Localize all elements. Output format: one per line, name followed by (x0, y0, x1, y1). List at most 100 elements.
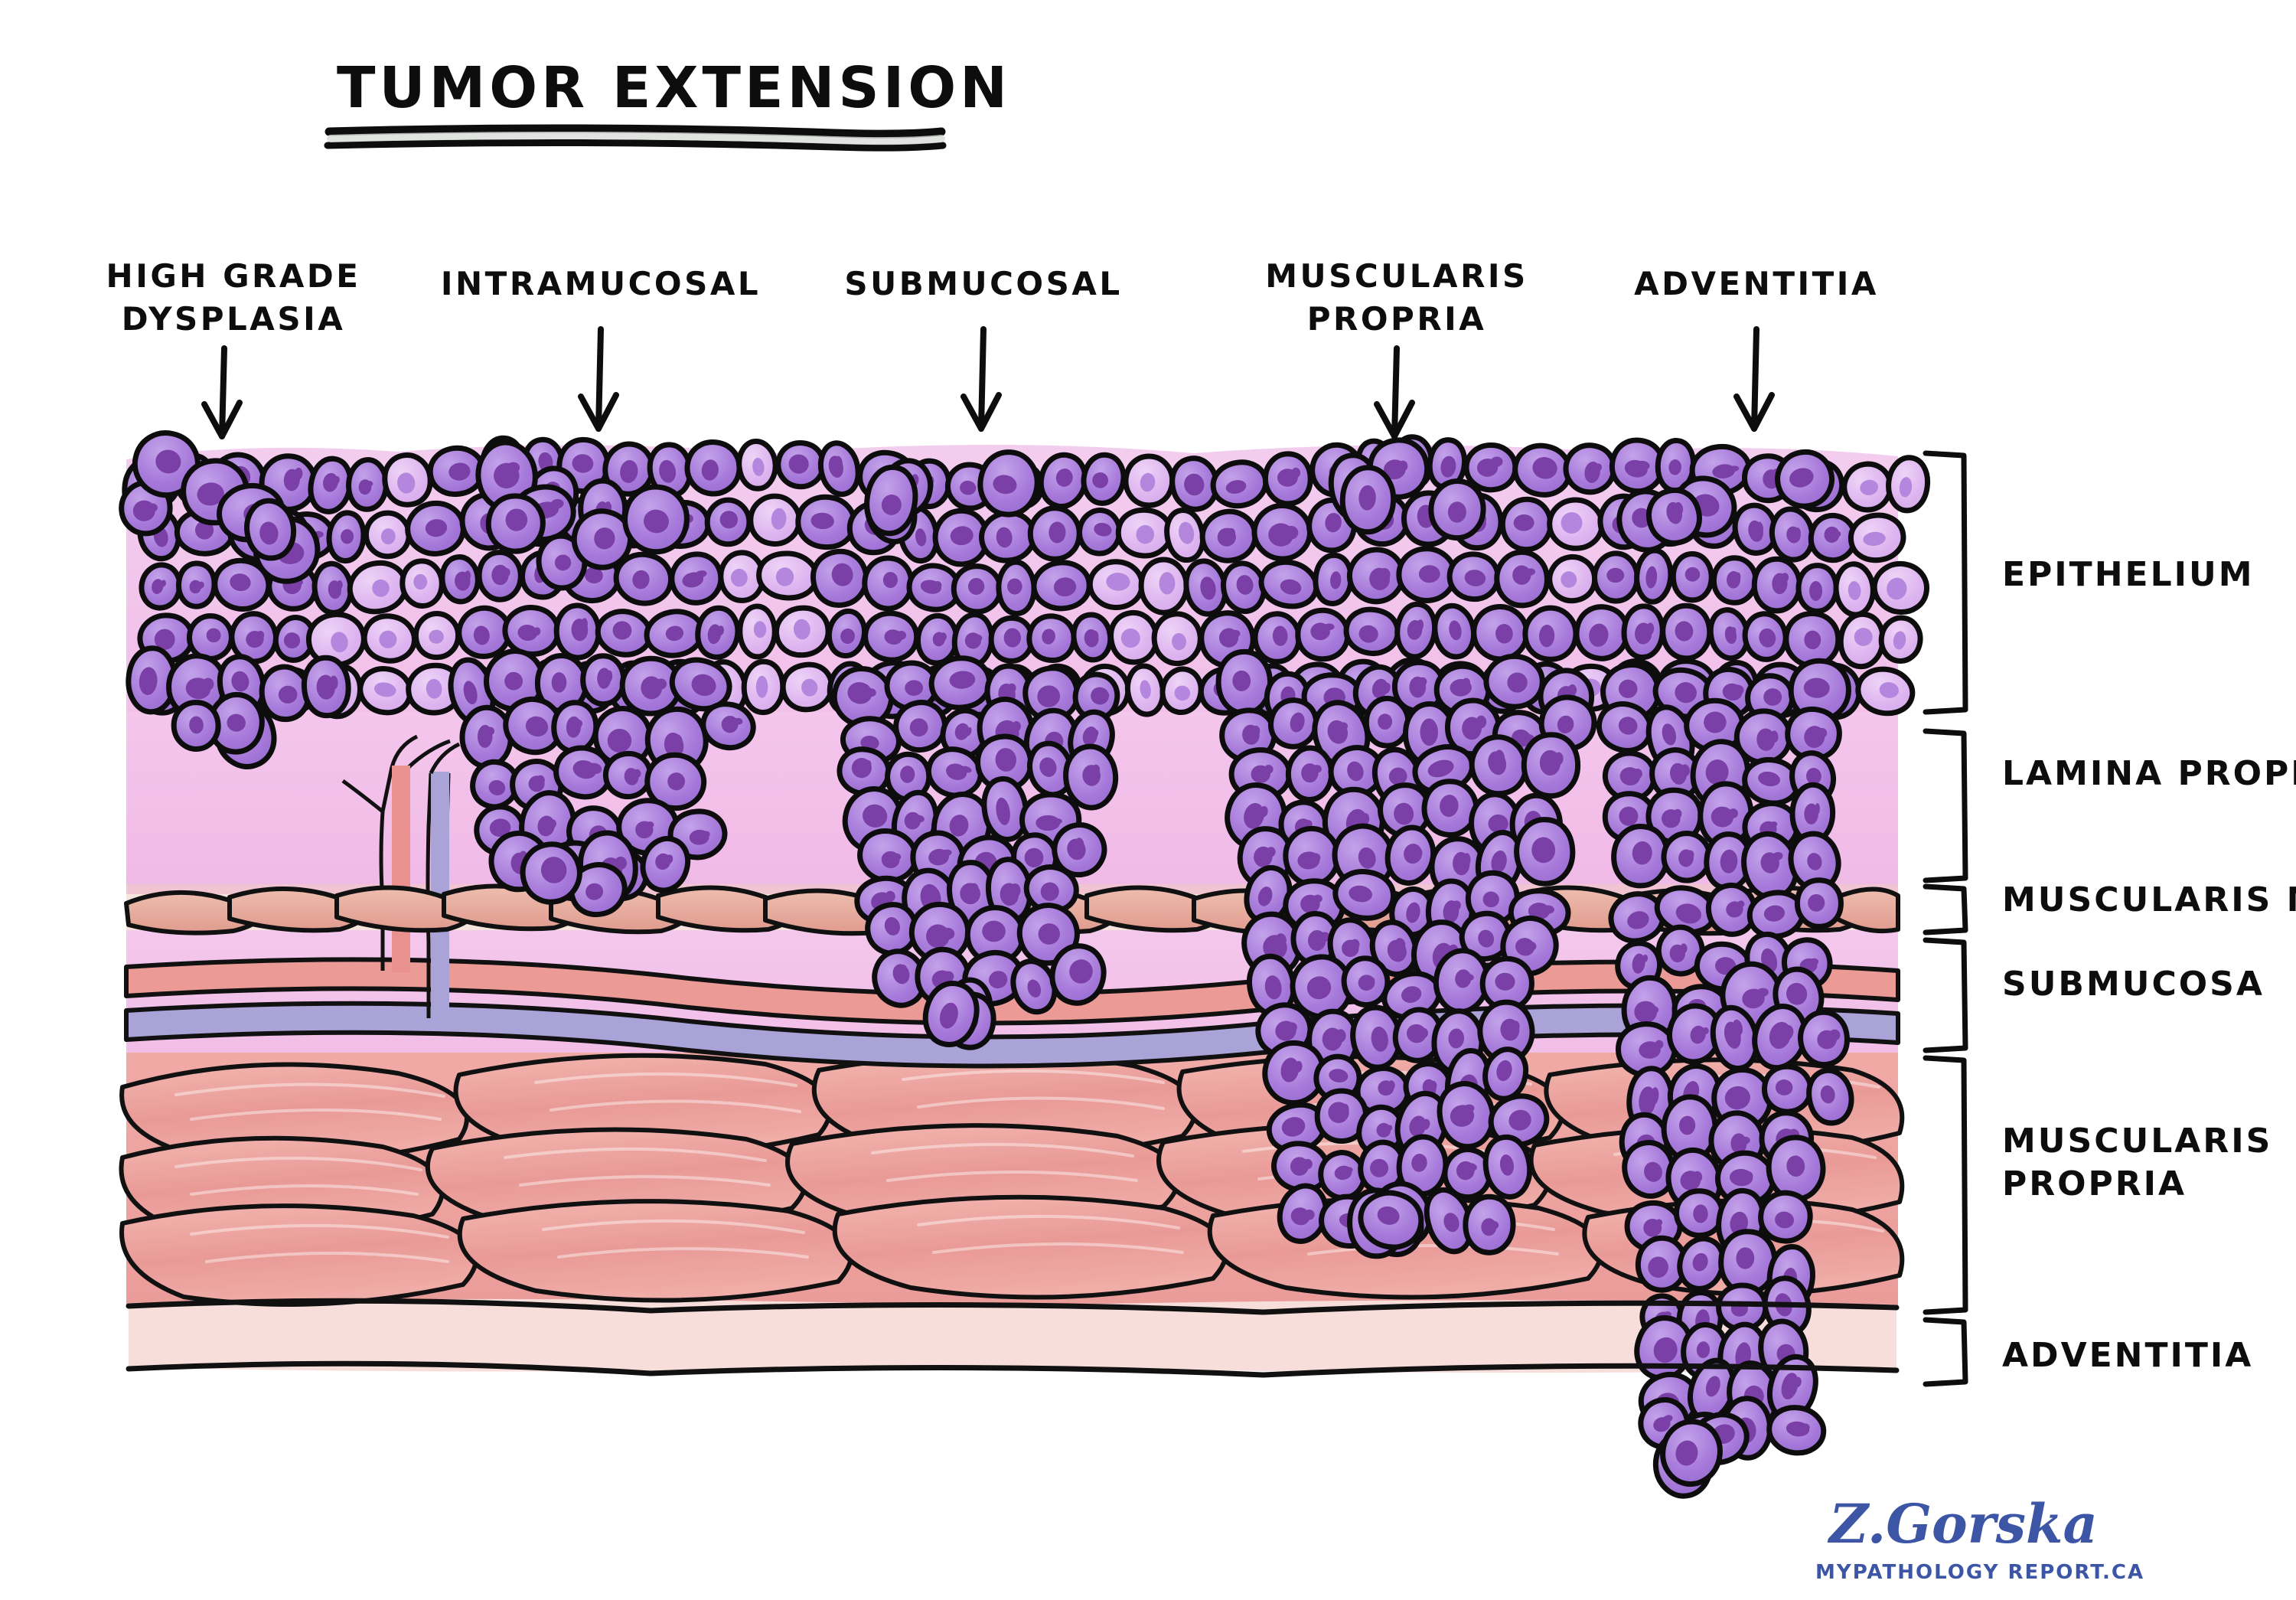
tumor-cell (1707, 607, 1750, 661)
tumor-cell (1346, 547, 1406, 605)
top-label-text: ADVENTITIA (1634, 265, 1879, 302)
tumor-cell (826, 608, 868, 659)
tumor-cell (1783, 611, 1841, 668)
tumor-cell (1363, 695, 1411, 749)
tumor-cell (439, 554, 481, 605)
tumor-cell (922, 981, 980, 1047)
epithelial-cell (737, 603, 778, 660)
tumor-cell (1283, 826, 1341, 887)
tumor-cell (1339, 465, 1397, 535)
layer-label-adventitia: ADVENTITIA (1923, 1317, 2253, 1387)
tumor-cell (1609, 437, 1666, 495)
tumor-cell (1795, 563, 1839, 614)
tumor-cell (1592, 550, 1640, 604)
adventitia-top-edge (126, 1298, 1900, 1315)
tumor-cell (996, 559, 1037, 616)
tumor-cell (553, 602, 602, 661)
layer-label-text: PROPRIA (2002, 1164, 2187, 1203)
tumor-cell (311, 560, 354, 616)
tumor-cell (1563, 442, 1617, 495)
tumor-cell (1499, 496, 1554, 553)
epithelial-cell (1151, 611, 1203, 667)
epithelial-cell (382, 452, 433, 508)
tumor-cell (1341, 955, 1391, 1008)
tumor-cell (1268, 697, 1319, 749)
tumor-cell (1660, 602, 1713, 661)
tumor-cell (1596, 701, 1653, 753)
top-label-text: INTRAMUCOSAL (441, 265, 761, 302)
tumor-cell (326, 510, 367, 564)
tumor-cell (520, 841, 582, 905)
tumor-cell (1654, 885, 1717, 936)
epithelial-cell (361, 613, 417, 664)
tumor-cell (1806, 1067, 1854, 1126)
tumor-cell (1622, 1140, 1676, 1199)
tumor-cell (1762, 1063, 1814, 1115)
layer-label-submucosa: SUBMUCOSA (1923, 937, 2262, 1053)
tumor-cell (1038, 452, 1088, 509)
tumor-cell (1522, 605, 1579, 662)
tumor-cell (1471, 604, 1530, 662)
tumor-cell (1483, 653, 1545, 710)
tumor-cell (1396, 546, 1457, 603)
tumor-cell (704, 497, 752, 547)
layer-label-muscularis-mucosa: MUSCULARIS MUCOSA (1923, 880, 2296, 936)
tumor-cell (1798, 1009, 1850, 1067)
tumor-cell (1437, 1081, 1495, 1150)
pointer-arrow-head (1733, 392, 1775, 432)
epithelial-cell (1115, 507, 1174, 559)
tumor-cell (988, 615, 1035, 664)
layer-label-text: EPITHELIUM (2002, 555, 2255, 594)
tumor-cell (1670, 551, 1714, 603)
layer-label-text: ADVENTITIA (2002, 1336, 2253, 1375)
pointer-arrow-head (201, 400, 243, 439)
layer-label-text: MUSCULARIS MUCOSA (2002, 880, 2296, 919)
layer-bracket (1923, 883, 1968, 936)
tumor-cell (1210, 459, 1269, 509)
tumor-cell (1766, 1135, 1826, 1202)
pointer-arrow-shaft (1391, 345, 1400, 439)
tumor-cell (622, 484, 690, 555)
tumor-cell (925, 746, 983, 798)
layer-bracket (1923, 450, 1968, 715)
tumor-cell (476, 550, 523, 602)
tumor-cell (1463, 1193, 1516, 1256)
tumor-cell (571, 508, 634, 570)
tumor-cell (862, 555, 915, 612)
tumor-cell (308, 456, 354, 514)
tissue-outlines (126, 1298, 1900, 1378)
pointer-arrow-head (1374, 400, 1415, 439)
tumor-cell (837, 746, 892, 797)
tumor-cell (1271, 1141, 1331, 1193)
tumor-cell (1251, 503, 1313, 562)
tumor-cell (1482, 1135, 1533, 1200)
epithelial-cell (400, 558, 445, 609)
tumor-cell (1081, 452, 1127, 506)
top-label-submucosal: SUBMUCOSAL (844, 265, 1120, 432)
tumor-cell (1313, 552, 1354, 606)
tumor-cell (1655, 924, 1705, 977)
pointer-arrow-head (578, 392, 619, 432)
tumor-cell (1277, 1183, 1329, 1244)
top-label-text: PROPRIA (1307, 300, 1487, 338)
tumor-cell (302, 655, 351, 719)
tumor-cell (1262, 451, 1313, 507)
tumor-cell (1332, 869, 1396, 921)
tumor-cell (1031, 560, 1092, 612)
tumor-cell (1711, 555, 1759, 606)
epithelial-cell (741, 658, 786, 716)
tumor-cell (1244, 865, 1293, 925)
layer-label-text: MUSCULARIS (2002, 1122, 2272, 1161)
tumor-cell (176, 560, 217, 609)
epithelial-cell (736, 439, 778, 491)
epithelial-cell (756, 550, 820, 601)
layer-bracket (1923, 728, 1968, 883)
epithelial-cell (774, 605, 831, 658)
tumor-cell (695, 605, 741, 660)
